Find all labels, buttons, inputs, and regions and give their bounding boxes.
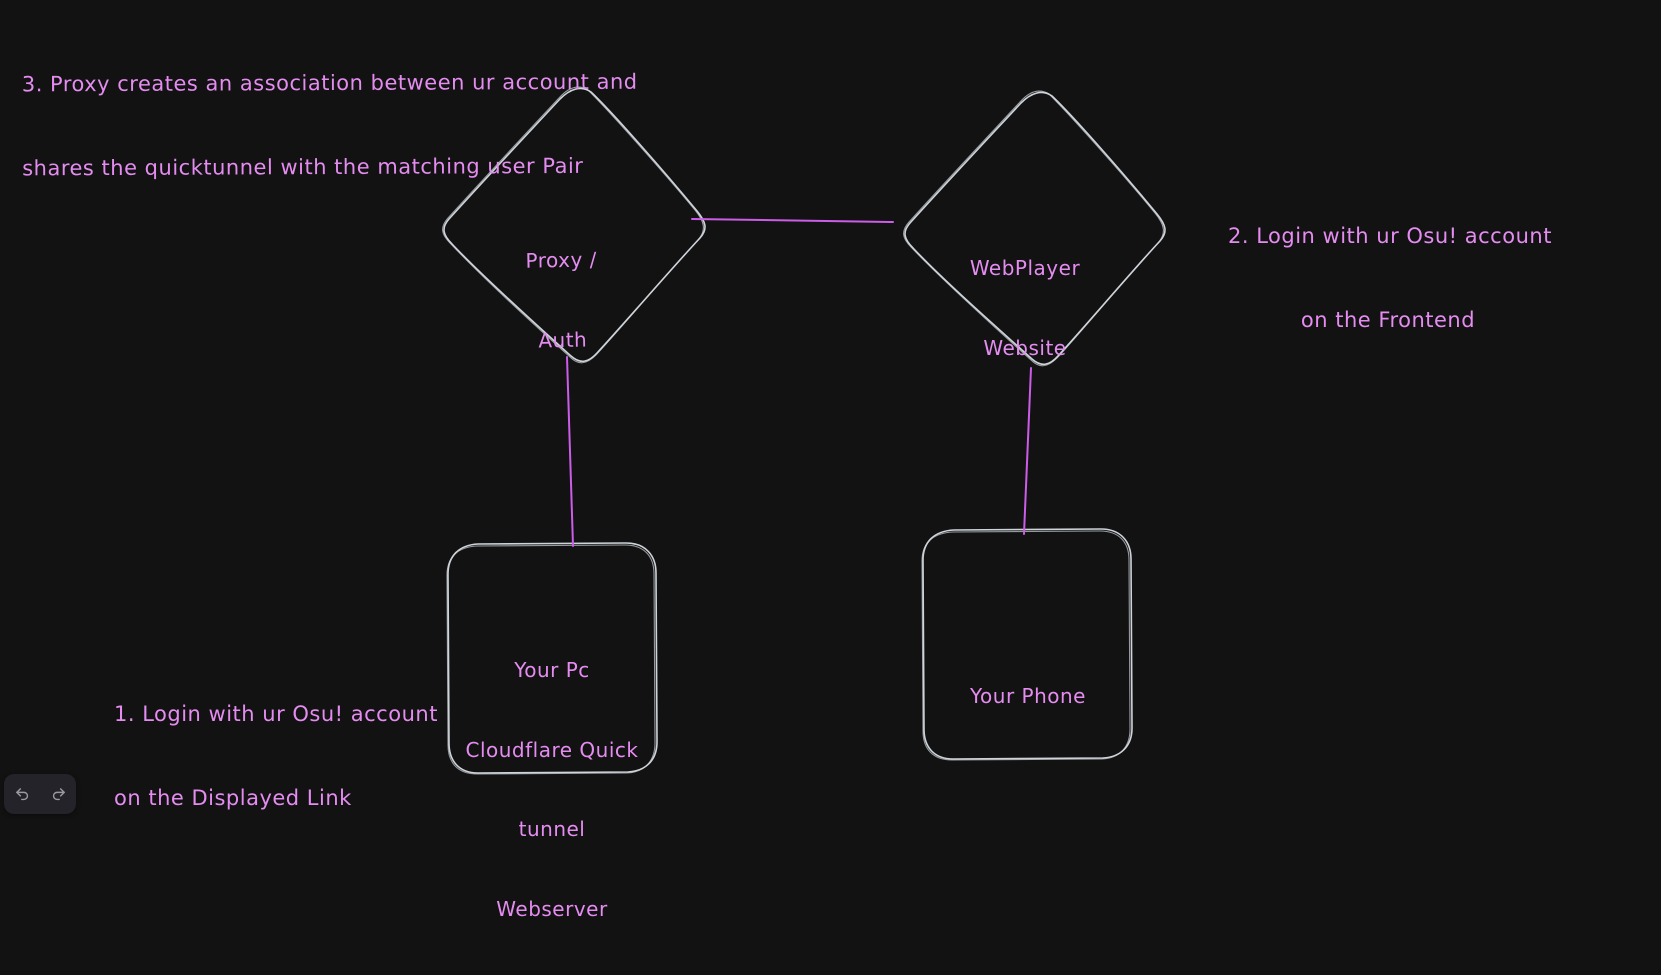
diagram-scene [442, 86, 1166, 775]
drawing-canvas[interactable]: 3. Proxy creates an association between … [0, 0, 1661, 921]
connectors [566, 218, 1032, 547]
redo-button[interactable] [43, 779, 73, 809]
connector-webplayer-to-yourphone[interactable] [1023, 367, 1032, 535]
diamond-webplayer-outline[interactable] [903, 90, 1166, 367]
rect-your-pc-outline[interactable] [446, 542, 658, 775]
shape-outlines [442, 86, 1166, 775]
history-toolbar[interactable] [4, 774, 76, 814]
rect-your-phone-outline[interactable] [921, 528, 1133, 761]
shape-label-your-pc-line-4: Webserver [496, 896, 608, 921]
redo-icon [50, 786, 67, 803]
undo-icon [14, 786, 31, 803]
diamond-proxy-auth-outline[interactable] [442, 86, 706, 364]
connector-proxy-to-yourpc[interactable] [566, 356, 574, 547]
connector-proxy-to-webplayer[interactable] [691, 218, 894, 223]
undo-button[interactable] [7, 779, 37, 809]
